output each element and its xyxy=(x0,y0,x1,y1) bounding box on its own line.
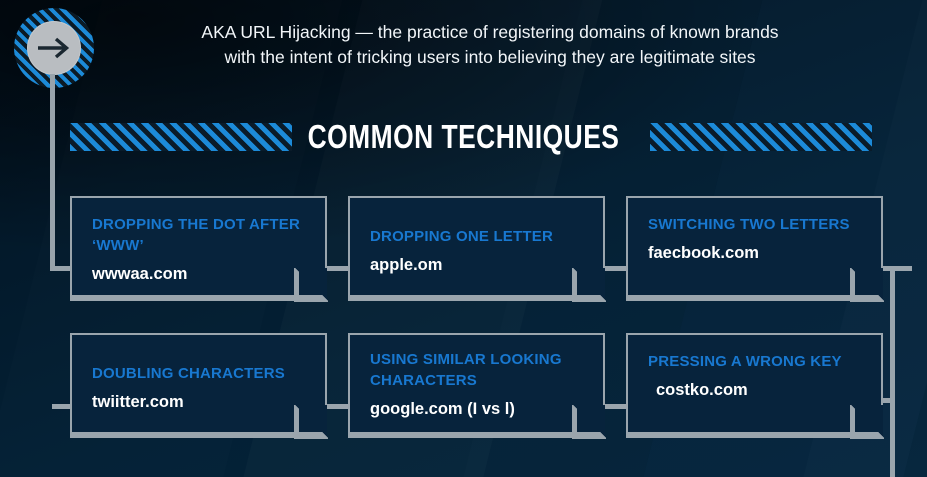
connector-r2c1-to-r2c2 xyxy=(326,404,360,409)
technique-card[interactable]: PRESSING A WRONG KEY costko.com xyxy=(626,333,884,439)
technique-example: twiitter.com xyxy=(92,393,184,411)
technique-example: costko.com xyxy=(656,381,748,399)
badge-stem-elbow xyxy=(50,266,86,271)
page-title: COMMON TECHNIQUES xyxy=(307,118,620,155)
connector-r2c2-to-r2c3 xyxy=(604,404,638,409)
badge-stem xyxy=(50,74,55,270)
technique-example: google.com (I vs l) xyxy=(370,400,515,418)
technique-label: PRESSING A WRONG KEY xyxy=(648,353,842,370)
technique-label: DROPPING ONE LETTER xyxy=(370,228,553,245)
technique-example: apple.om xyxy=(370,256,443,274)
connector-right-rail xyxy=(890,266,895,403)
hatch-bar-right xyxy=(650,123,872,151)
arrow-right-icon xyxy=(38,37,70,59)
technique-card[interactable]: DROPPING THE DOT AFTER ‘WWW’ wwwaa.com xyxy=(70,196,328,302)
subtitle-block: AKA URL Hijacking — the practice of regi… xyxy=(120,20,860,70)
section-title-row: COMMON TECHNIQUES xyxy=(0,118,927,156)
subtitle-line-1: AKA URL Hijacking — the practice of regi… xyxy=(201,22,779,42)
technique-example: faecbook.com xyxy=(648,244,759,262)
technique-label: USING SIMILAR LOOKING CHARACTERS xyxy=(370,351,562,389)
connector-r1c3-to-rail xyxy=(880,266,912,271)
technique-card[interactable]: SWITCHING TWO LETTERS faecbook.com xyxy=(626,196,884,302)
connector-r1c2-to-r1c3 xyxy=(604,266,638,271)
technique-example: wwwaa.com xyxy=(92,265,188,283)
technique-card[interactable]: DOUBLING CHARACTERS twiitter.com xyxy=(70,333,328,439)
connector-left-into-r2c1 xyxy=(52,404,86,409)
technique-label: DOUBLING CHARACTERS xyxy=(92,365,285,382)
hatch-bar-left xyxy=(70,123,292,151)
connector-r1c1-to-r1c2 xyxy=(326,266,360,271)
subtitle-line-2: with the intent of tricking users into b… xyxy=(224,47,756,67)
connector-rail-outflow xyxy=(890,398,895,477)
technique-card[interactable]: USING SIMILAR LOOKING CHARACTERS google.… xyxy=(348,333,606,439)
technique-card[interactable]: DROPPING ONE LETTER apple.om xyxy=(348,196,606,302)
technique-label: DROPPING THE DOT AFTER ‘WWW’ xyxy=(92,216,301,254)
arrow-disc xyxy=(27,21,81,75)
technique-label: SWITCHING TWO LETTERS xyxy=(648,216,850,233)
